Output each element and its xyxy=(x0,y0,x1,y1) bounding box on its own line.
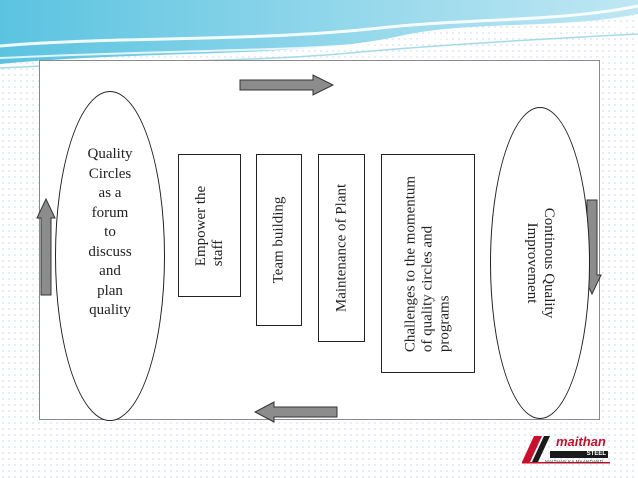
text-line: Continous Quality xyxy=(541,207,557,319)
text-line: Circles xyxy=(88,165,132,182)
quality-circles-ellipse xyxy=(55,91,165,421)
text-line: to xyxy=(104,224,116,240)
arrow-left-icon xyxy=(254,401,338,423)
text-line: Challenges to the momentum xyxy=(402,175,419,352)
challenges-box: Challenges to the momentum of quality ci… xyxy=(381,154,475,373)
text-line: forum xyxy=(91,204,129,221)
text-line: quality xyxy=(89,302,131,318)
text-line: of quality circles and xyxy=(419,225,436,352)
logo-tagline: MAITHAN KA MAANDAND xyxy=(545,459,604,464)
text-line: Quality xyxy=(87,146,133,162)
text-line: programs xyxy=(436,294,453,352)
challenges-label: Challenges to the momentum of quality ci… xyxy=(403,175,454,351)
text-line: as a xyxy=(98,185,122,201)
arrow-up-icon xyxy=(36,198,56,296)
team-building-box: Team building xyxy=(256,154,302,326)
text-line: Maintenance of Plant xyxy=(333,183,349,313)
empower-staff-label: Empower the staff xyxy=(193,185,227,265)
continuous-improvement-label: Continous Quality Improvement xyxy=(523,208,557,318)
text-line: Team building xyxy=(270,196,287,284)
arrow-right-icon xyxy=(239,74,335,96)
maithan-logo-icon xyxy=(522,436,610,464)
team-building-label: Team building xyxy=(271,197,288,284)
maintenance-plant-box: Maintenance of Plant xyxy=(318,154,365,342)
text-line: and xyxy=(99,263,121,279)
text-line: Improvement xyxy=(524,222,540,304)
text-line: plan xyxy=(97,282,123,299)
continuous-improvement-ellipse: Continous Quality Improvement xyxy=(490,107,590,419)
quality-circles-text: Quality Circles as a forum to discuss an… xyxy=(55,145,165,321)
maintenance-plant-label: Maintenance of Plant xyxy=(333,184,350,312)
text-line: staff xyxy=(209,239,226,266)
logo-brand-text: maithan xyxy=(556,434,606,449)
text-line: discuss xyxy=(88,243,132,260)
logo-sub-text: STEEL xyxy=(550,451,608,458)
empower-staff-box: Empower the staff xyxy=(178,154,241,297)
text-line: Empower the xyxy=(192,185,209,266)
